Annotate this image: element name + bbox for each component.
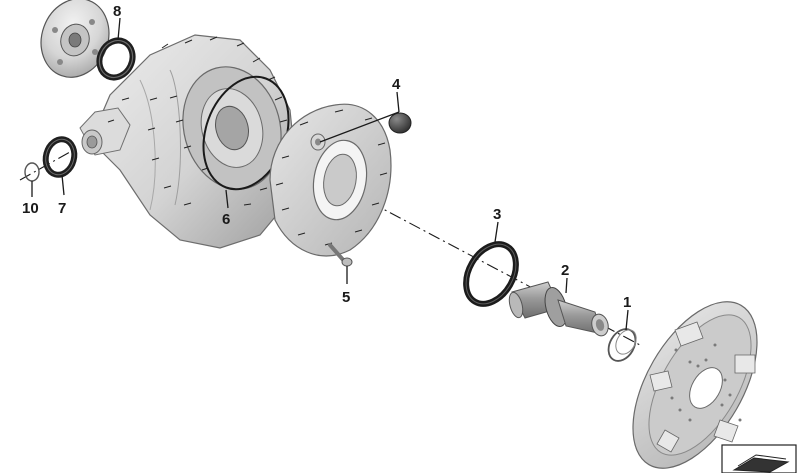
leader-line-7 bbox=[61, 174, 65, 196]
flange-disc bbox=[40, 0, 110, 78]
callout-10: 10 bbox=[22, 200, 39, 217]
callout-4: 4 bbox=[392, 76, 401, 93]
circlip-10 bbox=[24, 162, 40, 182]
final-drive-housing bbox=[79, 34, 296, 249]
leader-line-3 bbox=[494, 221, 499, 243]
cap-4 bbox=[388, 112, 412, 134]
shaft-2 bbox=[508, 281, 609, 337]
leader-line-4 bbox=[396, 91, 400, 113]
seal-ring-8 bbox=[96, 37, 136, 81]
leader-line-2 bbox=[565, 277, 568, 294]
damper-disc bbox=[632, 301, 758, 469]
o-ring-3 bbox=[463, 241, 519, 307]
callout-5: 5 bbox=[342, 289, 350, 306]
leader-line-6 bbox=[225, 189, 229, 209]
callout-1: 1 bbox=[623, 294, 631, 311]
callout-7: 7 bbox=[58, 200, 66, 217]
catalog-marker-icon bbox=[721, 444, 797, 473]
callout-8: 8 bbox=[113, 3, 121, 20]
callout-6: 6 bbox=[222, 211, 230, 228]
cover-plate bbox=[269, 103, 392, 257]
bolt-5 bbox=[328, 243, 353, 267]
callout-2: 2 bbox=[561, 262, 569, 279]
leader-line-4b bbox=[319, 111, 400, 143]
callout-3: 3 bbox=[493, 206, 501, 223]
seal-ring-7 bbox=[42, 136, 78, 178]
circlip-1 bbox=[607, 328, 637, 362]
leader-line-8 bbox=[117, 17, 121, 41]
leader-line-1 bbox=[625, 309, 629, 331]
